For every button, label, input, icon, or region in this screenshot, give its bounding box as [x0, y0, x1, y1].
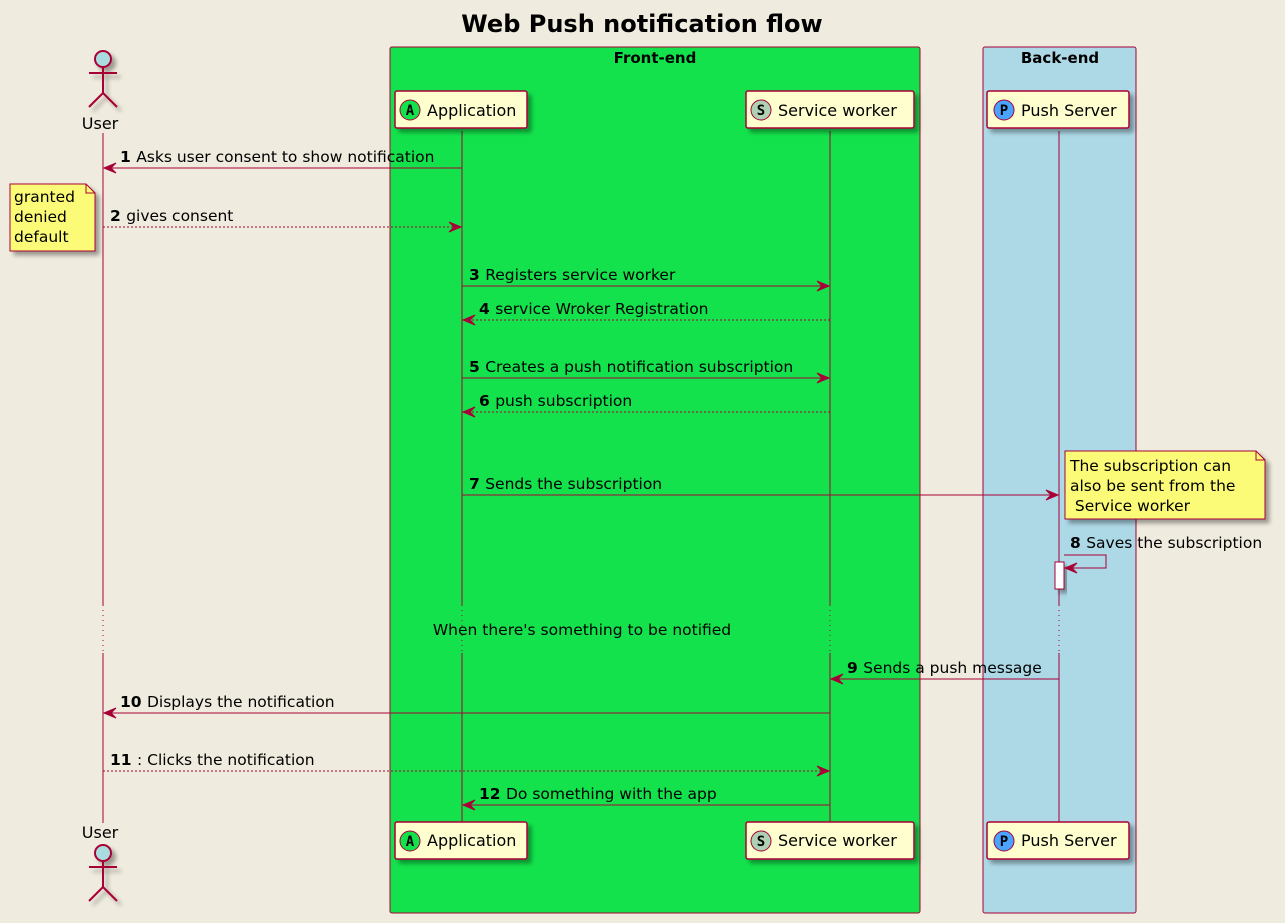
arrow-head — [1063, 562, 1078, 574]
arrow-head — [816, 280, 831, 292]
participant-push-label: Push Server — [1021, 831, 1117, 850]
message-8: 8 Saves the subscription — [1063, 534, 1262, 574]
note-line: denied — [14, 208, 67, 226]
participant-app-label: Application — [427, 831, 516, 850]
svg-text:S: S — [757, 834, 765, 850]
message-11: 11 : Clicks the notification — [103, 751, 831, 777]
frontend-box-label: Front-end — [614, 49, 697, 67]
message-10: 10 Displays the notification — [102, 693, 830, 719]
participant-push-top[interactable]: P Push Server — [986, 90, 1130, 129]
glyph-a-icon: A — [399, 830, 421, 852]
message-label: 10 Displays the notification — [120, 693, 335, 711]
svg-text:A: A — [406, 834, 415, 850]
arrow-head — [461, 799, 476, 811]
glyph-p-icon: P — [993, 830, 1015, 852]
note-line: also be sent from the — [1070, 477, 1235, 495]
actor-user-top[interactable]: User — [82, 50, 119, 133]
message-label: 4 service Wroker Registration — [479, 300, 709, 318]
actor-icon — [88, 50, 118, 108]
actor-icon — [88, 844, 118, 902]
message-7: 7 Sends the subscription — [462, 475, 1060, 501]
svg-text:A: A — [406, 103, 415, 119]
message-label: 8 Saves the subscription — [1070, 534, 1262, 552]
message-line — [1064, 554, 1107, 569]
participant-sw-top[interactable]: S Service worker — [745, 90, 915, 129]
participant-sw-label: Service worker — [778, 101, 897, 120]
message-6: 6 push subscription — [461, 392, 830, 418]
note-subscription: The subscription can also be sent from t… — [1064, 450, 1266, 520]
delay-label: When there's something to be notified — [433, 621, 731, 639]
note-line: Service worker — [1070, 497, 1191, 515]
participant-sw-label: Service worker — [778, 831, 897, 850]
arrow-head — [461, 406, 476, 418]
participant-app-bottom[interactable]: A Application — [394, 821, 528, 860]
activation-bar-push — [1054, 561, 1065, 590]
message-12: 12 Do something with the app — [461, 785, 830, 811]
svg-text:S: S — [757, 103, 765, 119]
glyph-a-icon: A — [399, 99, 421, 121]
note-line: granted — [14, 188, 75, 206]
message-label: 9 Sends a push message — [847, 659, 1042, 677]
note-line: default — [14, 228, 69, 246]
message-label: 3 Registers service worker — [469, 266, 676, 284]
arrow-head — [829, 673, 844, 685]
participant-push-bottom[interactable]: P Push Server — [986, 821, 1130, 860]
arrow-head — [816, 765, 831, 777]
arrow-head — [1045, 489, 1060, 501]
note-line: The subscription can — [1069, 457, 1231, 475]
message-4: 4 service Wroker Registration — [461, 300, 830, 326]
message-label: 12 Do something with the app — [479, 785, 717, 803]
frontend-box: Front-end — [389, 46, 921, 914]
message-label: 5 Creates a push notification subscripti… — [469, 358, 793, 376]
lifelines — [102, 131, 1060, 823]
glyph-s-icon: S — [750, 99, 772, 121]
actor-user-label: User — [82, 823, 119, 842]
actor-user-label: User — [82, 114, 119, 133]
message-3: 3 Registers service worker — [462, 266, 831, 292]
message-label: 7 Sends the subscription — [469, 475, 662, 493]
participant-app-top[interactable]: A Application — [394, 90, 528, 129]
arrow-head — [816, 372, 831, 384]
participant-push-label: Push Server — [1021, 101, 1117, 120]
glyph-p-icon: P — [993, 99, 1015, 121]
diagram-title: Web Push notification flow — [461, 10, 822, 38]
glyph-s-icon: S — [750, 830, 772, 852]
arrow-head — [102, 707, 117, 719]
message-5: 5 Creates a push notification subscripti… — [462, 358, 831, 384]
message-label: 2 gives consent — [110, 207, 233, 225]
actor-user-bottom[interactable]: User — [82, 823, 119, 902]
message-1: 1 Asks user consent to show notification — [102, 148, 462, 174]
message-2: 2 gives consent — [103, 207, 463, 233]
message-label: 1 Asks user consent to show notification — [120, 148, 435, 166]
participant-sw-bottom[interactable]: S Service worker — [745, 821, 915, 860]
messages: 1 Asks user consent to show notification… — [102, 148, 1262, 811]
message-9: 9 Sends a push message — [829, 659, 1059, 685]
note-consent-states: granted denied default — [9, 183, 96, 252]
backend-box-label: Back-end — [1021, 49, 1099, 67]
svg-text:P: P — [1000, 103, 1008, 119]
message-label: 11 : Clicks the notification — [110, 751, 315, 769]
message-label: 6 push subscription — [479, 392, 632, 410]
participant-app-label: Application — [427, 101, 516, 120]
arrow-head — [461, 314, 476, 326]
arrow-head — [448, 221, 463, 233]
svg-text:P: P — [1000, 834, 1008, 850]
arrow-head — [102, 162, 117, 174]
